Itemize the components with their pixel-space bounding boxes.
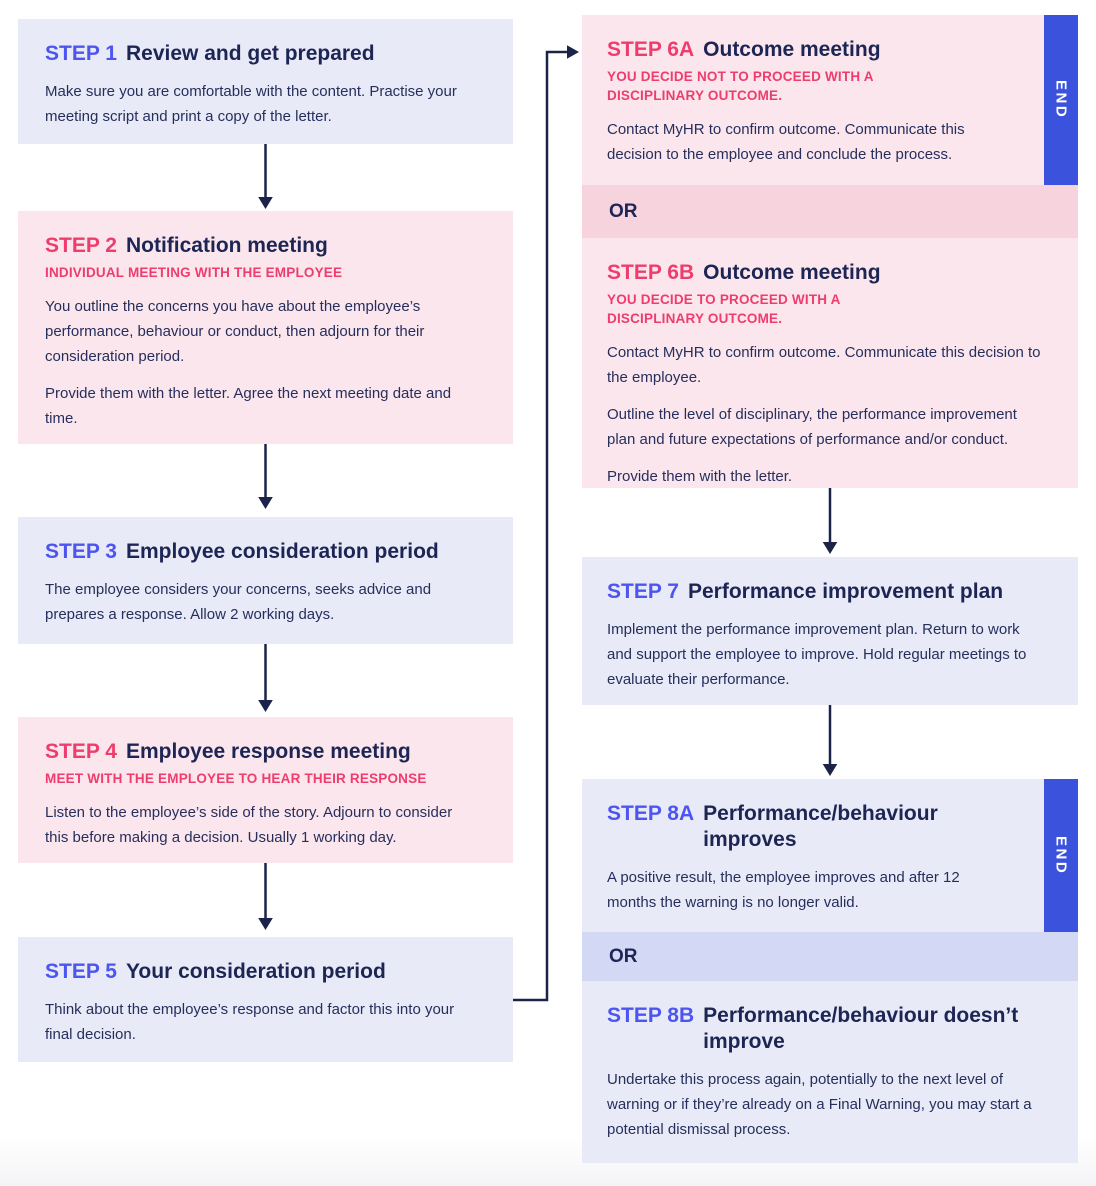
step-8a-card: STEP 8A Performance/behaviour improves A… xyxy=(582,779,1078,932)
card-body-text: Make sure you are comfortable with the c… xyxy=(45,83,457,125)
arrow-step1-to-step2 xyxy=(258,144,273,209)
connector-step5-to-step6a xyxy=(513,45,579,1002)
step-5-heading: STEP 5 Your consideration period xyxy=(45,959,483,985)
card-body-text: You outline the concerns you have about … xyxy=(45,298,425,365)
step-2-card: STEP 2 Notification meeting INDIVIDUAL M… xyxy=(18,211,513,444)
card-body-text: Think about the employee’s response and … xyxy=(45,1001,455,1043)
step-4-label: STEP 4 xyxy=(45,740,117,763)
step-4-title: Employee response meeting xyxy=(125,740,411,763)
step-2-title: Notification meeting xyxy=(125,234,328,257)
arrow-step7-to-step8a xyxy=(822,705,838,776)
step-8a-heading: STEP 8A Performance/behaviour improves xyxy=(607,801,1002,853)
end-tab: END xyxy=(1044,779,1078,932)
step-2-label: STEP 2 xyxy=(45,234,117,257)
step-1-label: STEP 1 xyxy=(45,42,117,65)
step-7-title: Performance improvement plan xyxy=(687,580,1004,603)
step-1-card: STEP 1 Review and get prepared Make sure… xyxy=(18,19,513,144)
card-body-text: Provide them with the letter. Agree the … xyxy=(45,385,452,427)
step-1-body: Make sure you are comfortable with the c… xyxy=(45,79,477,129)
step-8a-body: A positive result, the employee improves… xyxy=(607,865,1002,915)
card-body-text: Contact MyHR to confirm outcome. Communi… xyxy=(607,344,1041,386)
arrow-step3-to-step4 xyxy=(258,644,273,712)
step-6b-subtitle: YOU DECIDE TO PROCEED WITH A DISCIPLINAR… xyxy=(607,292,841,326)
or-separator-6: OR xyxy=(582,185,1078,238)
step-4-subtitle: MEET WITH THE EMPLOYEE TO HEAR THEIR RES… xyxy=(45,771,427,786)
step-3-body: The employee considers your concerns, se… xyxy=(45,577,477,627)
step-8b-card: STEP 8B Performance/behaviour doesn’t im… xyxy=(582,981,1078,1163)
or-separator-8: OR xyxy=(582,932,1078,981)
step-5-card: STEP 5 Your consideration period Think a… xyxy=(18,937,513,1062)
card-body-text: Outline the level of disciplinary, the p… xyxy=(607,406,1017,448)
step-8b-heading: STEP 8B Performance/behaviour doesn’t im… xyxy=(607,1003,1048,1055)
card-body-text: Implement the performance improvement pl… xyxy=(607,621,1027,688)
card-body-text: Contact MyHR to confirm outcome. Communi… xyxy=(607,121,965,163)
step-6a-heading: STEP 6A Outcome meeting xyxy=(607,37,1002,63)
card-body-text: Provide them with the letter. xyxy=(607,468,793,485)
step-6b-card: STEP 6B Outcome meeting YOU DECIDE TO PR… xyxy=(582,238,1078,488)
card-body-text: Undertake this process again, potentiall… xyxy=(607,1071,1032,1138)
step-6b-title: Outcome meeting xyxy=(703,261,881,284)
step-5-label: STEP 5 xyxy=(45,960,117,983)
step-6a-title: Outcome meeting xyxy=(703,38,881,61)
step-3-card: STEP 3 Employee consideration period The… xyxy=(18,517,513,644)
step-6a-card: STEP 6A Outcome meeting YOU DECIDE NOT T… xyxy=(582,15,1078,185)
step-4-body: Listen to the employee’s side of the sto… xyxy=(45,800,477,850)
step-7-body: Implement the performance improvement pl… xyxy=(607,617,1043,692)
step-3-title: Employee consideration period xyxy=(125,540,439,563)
step-4-card: STEP 4 Employee response meeting MEET WI… xyxy=(18,717,513,863)
step-8b-body: Undertake this process again, potentiall… xyxy=(607,1067,1043,1142)
step-5-title: Your consideration period xyxy=(125,960,386,983)
step-6b-body: Contact MyHR to confirm outcome. Communi… xyxy=(607,340,1043,489)
step-6b-label: STEP 6B xyxy=(607,261,695,284)
card-body-text: Listen to the employee’s side of the sto… xyxy=(45,804,453,846)
step-3-heading: STEP 3 Employee consideration period xyxy=(45,539,483,565)
step-1-title: Review and get prepared xyxy=(125,42,375,65)
step-7-heading: STEP 7 Performance improvement plan xyxy=(607,579,1048,605)
step-8a-title: Performance/behaviour improves xyxy=(703,802,938,851)
step-5-body: Think about the employee’s response and … xyxy=(45,997,477,1047)
step-2-subtitle: INDIVIDUAL MEETING WITH THE EMPLOYEE xyxy=(45,265,343,280)
arrow-step2-to-step3 xyxy=(258,444,273,509)
arrow-step4-to-step5 xyxy=(258,863,273,930)
step-6a-label: STEP 6A xyxy=(607,38,695,61)
step-4-heading: STEP 4 Employee response meeting xyxy=(45,739,483,765)
step-8a-label: STEP 8A xyxy=(607,802,695,825)
step-6a-body: Contact MyHR to confirm outcome. Communi… xyxy=(607,117,979,167)
step-8b-label: STEP 8B xyxy=(607,1004,695,1027)
step-6b-heading: STEP 6B Outcome meeting xyxy=(607,260,1048,286)
step-7-card: STEP 7 Performance improvement plan Impl… xyxy=(582,557,1078,705)
card-body-text: The employee considers your concerns, se… xyxy=(45,581,432,623)
step-7-label: STEP 7 xyxy=(607,580,679,603)
step-2-heading: STEP 2 Notification meeting xyxy=(45,233,483,259)
card-body-text: A positive result, the employee improves… xyxy=(607,869,960,911)
arrow-step6b-to-step7 xyxy=(822,488,838,554)
step-2-body: You outline the concerns you have about … xyxy=(45,294,477,431)
step-1-heading: STEP 1 Review and get prepared xyxy=(45,41,483,67)
step-8b-title: Performance/behaviour doesn’t improve xyxy=(703,1004,1019,1053)
step-3-label: STEP 3 xyxy=(45,540,117,563)
step-6a-subtitle: YOU DECIDE NOT TO PROCEED WITH A DISCIPL… xyxy=(607,69,874,103)
end-tab: END xyxy=(1044,15,1078,185)
